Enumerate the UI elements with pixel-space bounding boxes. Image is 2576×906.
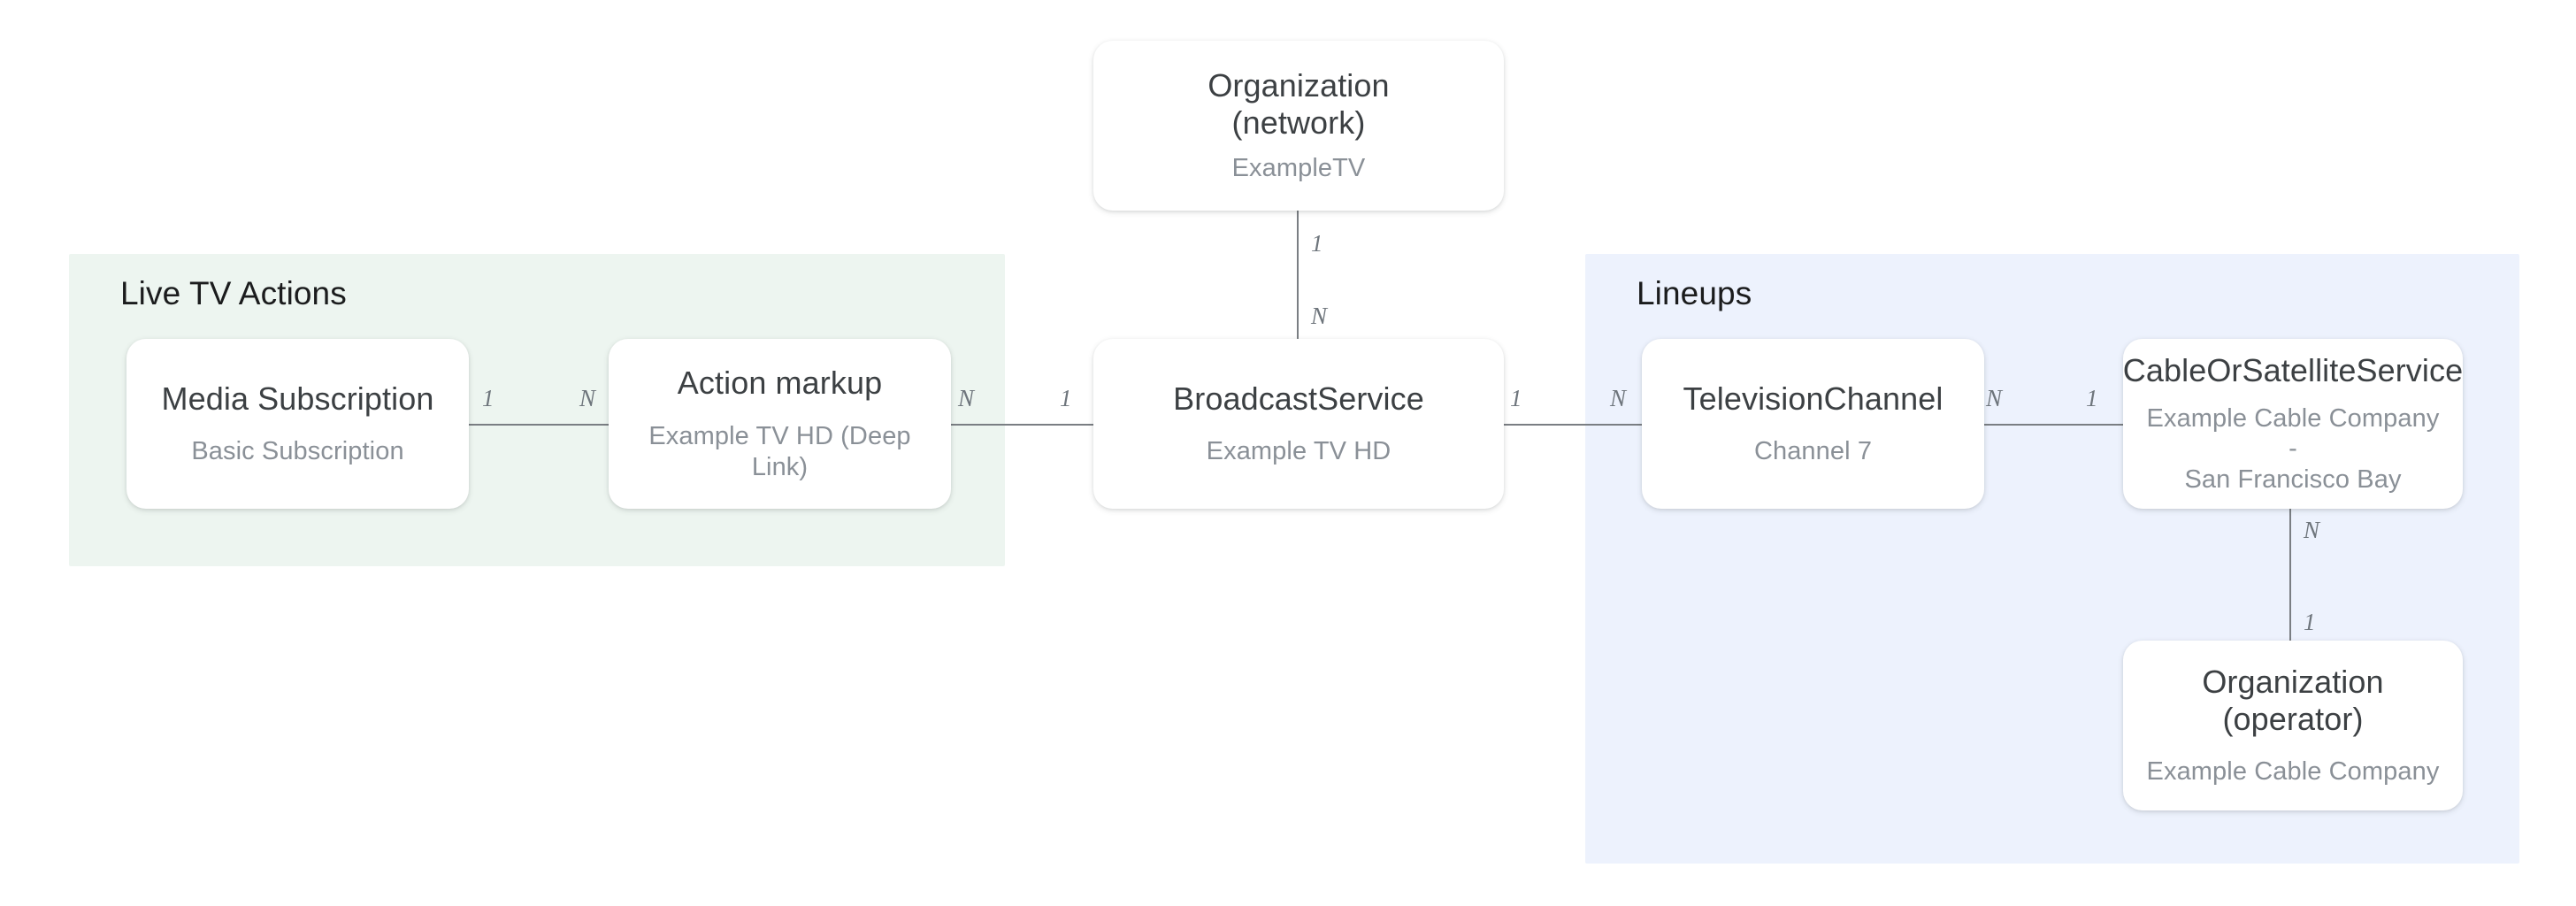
- node-subtitle-cable-or-satellite-service: Example Cable Company - San Francisco Ba…: [2139, 403, 2447, 495]
- node-title-line-2: (network): [1231, 104, 1366, 141]
- node-title-line-1: Organization: [1208, 66, 1390, 104]
- group-label-lineups: Lineups: [1637, 275, 1752, 311]
- node-subtitle-television-channel: Channel 7: [1753, 437, 1873, 466]
- edge-multiplicity-cable-or-satellite-service-bottom: N: [2304, 517, 2320, 543]
- edge-multiplicity-broadcast-service-left: 1: [1060, 385, 1072, 411]
- node-subtitle-broadcast-service: Example TV HD: [1206, 437, 1392, 466]
- node-card-organization-operator[interactable]: Organization (operator) Example Cable Co…: [2123, 641, 2463, 810]
- node-subtitle-organization-network: ExampleTV: [1231, 154, 1366, 183]
- node-title-organization-operator: Organization (operator): [2202, 663, 2384, 737]
- edge-multiplicity-action-markup-source: N: [958, 385, 975, 411]
- edge-organization-network-to-broadcast-service: [1297, 209, 1299, 343]
- node-subtitle-media-subscription: Basic Subscription: [191, 437, 404, 466]
- node-subtitle-action-markup: Example TV HD (Deep Link): [648, 422, 911, 481]
- edge-multiplicity-broadcast-service-top: N: [1311, 303, 1328, 329]
- edge-multiplicity-action-markup-target: N: [579, 385, 596, 411]
- edge-multiplicity-television-channel-right: N: [1986, 385, 2003, 411]
- edge-multiplicity-organization-network-source: 1: [1311, 230, 1323, 257]
- node-card-television-channel[interactable]: TelevisionChannel Channel 7: [1642, 339, 1984, 509]
- node-card-organization-network[interactable]: Organization (network) ExampleTV: [1093, 41, 1504, 211]
- group-label-live-tv-actions: Live TV Actions: [120, 275, 347, 311]
- node-title-media-subscription: Media Subscription: [161, 380, 434, 417]
- edge-media-subscription-to-action-markup: [460, 424, 637, 426]
- edge-action-markup-to-broadcast-service: [938, 424, 1115, 426]
- edge-multiplicity-broadcast-service-right: 1: [1510, 385, 1522, 411]
- node-subtitle-organization-operator: Example Cable Company: [2146, 757, 2440, 787]
- node-card-media-subscription[interactable]: Media Subscription Basic Subscription: [126, 339, 469, 509]
- node-title-broadcast-service: BroadcastService: [1173, 380, 1424, 417]
- edge-cable-or-satellite-service-to-organization-operator: [2289, 506, 2291, 641]
- node-card-cable-or-satellite-service[interactable]: CableOrSatelliteService Example Cable Co…: [2123, 339, 2463, 509]
- node-subtitle-line-2: San Francisco Bay: [2184, 465, 2402, 495]
- edge-multiplicity-media-subscription-source: 1: [482, 385, 494, 411]
- node-title-action-markup: Action markup: [677, 365, 883, 402]
- edge-multiplicity-television-channel-left: N: [1610, 385, 1627, 411]
- node-card-action-markup[interactable]: Action markup Example TV HD (Deep Link): [609, 339, 951, 509]
- node-title-cable-or-satellite-service: CableOrSatelliteService: [2122, 351, 2464, 388]
- edge-multiplicity-cable-or-satellite-service-left: 1: [2086, 385, 2098, 411]
- node-subtitle-line-1: Example Cable Company -: [2146, 403, 2440, 464]
- edge-broadcast-service-to-television-channel: [1486, 424, 1663, 426]
- edge-multiplicity-organization-operator-top: 1: [2304, 609, 2316, 635]
- node-card-broadcast-service[interactable]: BroadcastService Example TV HD: [1093, 339, 1504, 509]
- edge-television-channel-to-cable-or-satellite-service: [1964, 424, 2141, 426]
- node-title-organization-network: Organization (network): [1208, 67, 1389, 142]
- node-title-television-channel: TelevisionChannel: [1683, 380, 1944, 417]
